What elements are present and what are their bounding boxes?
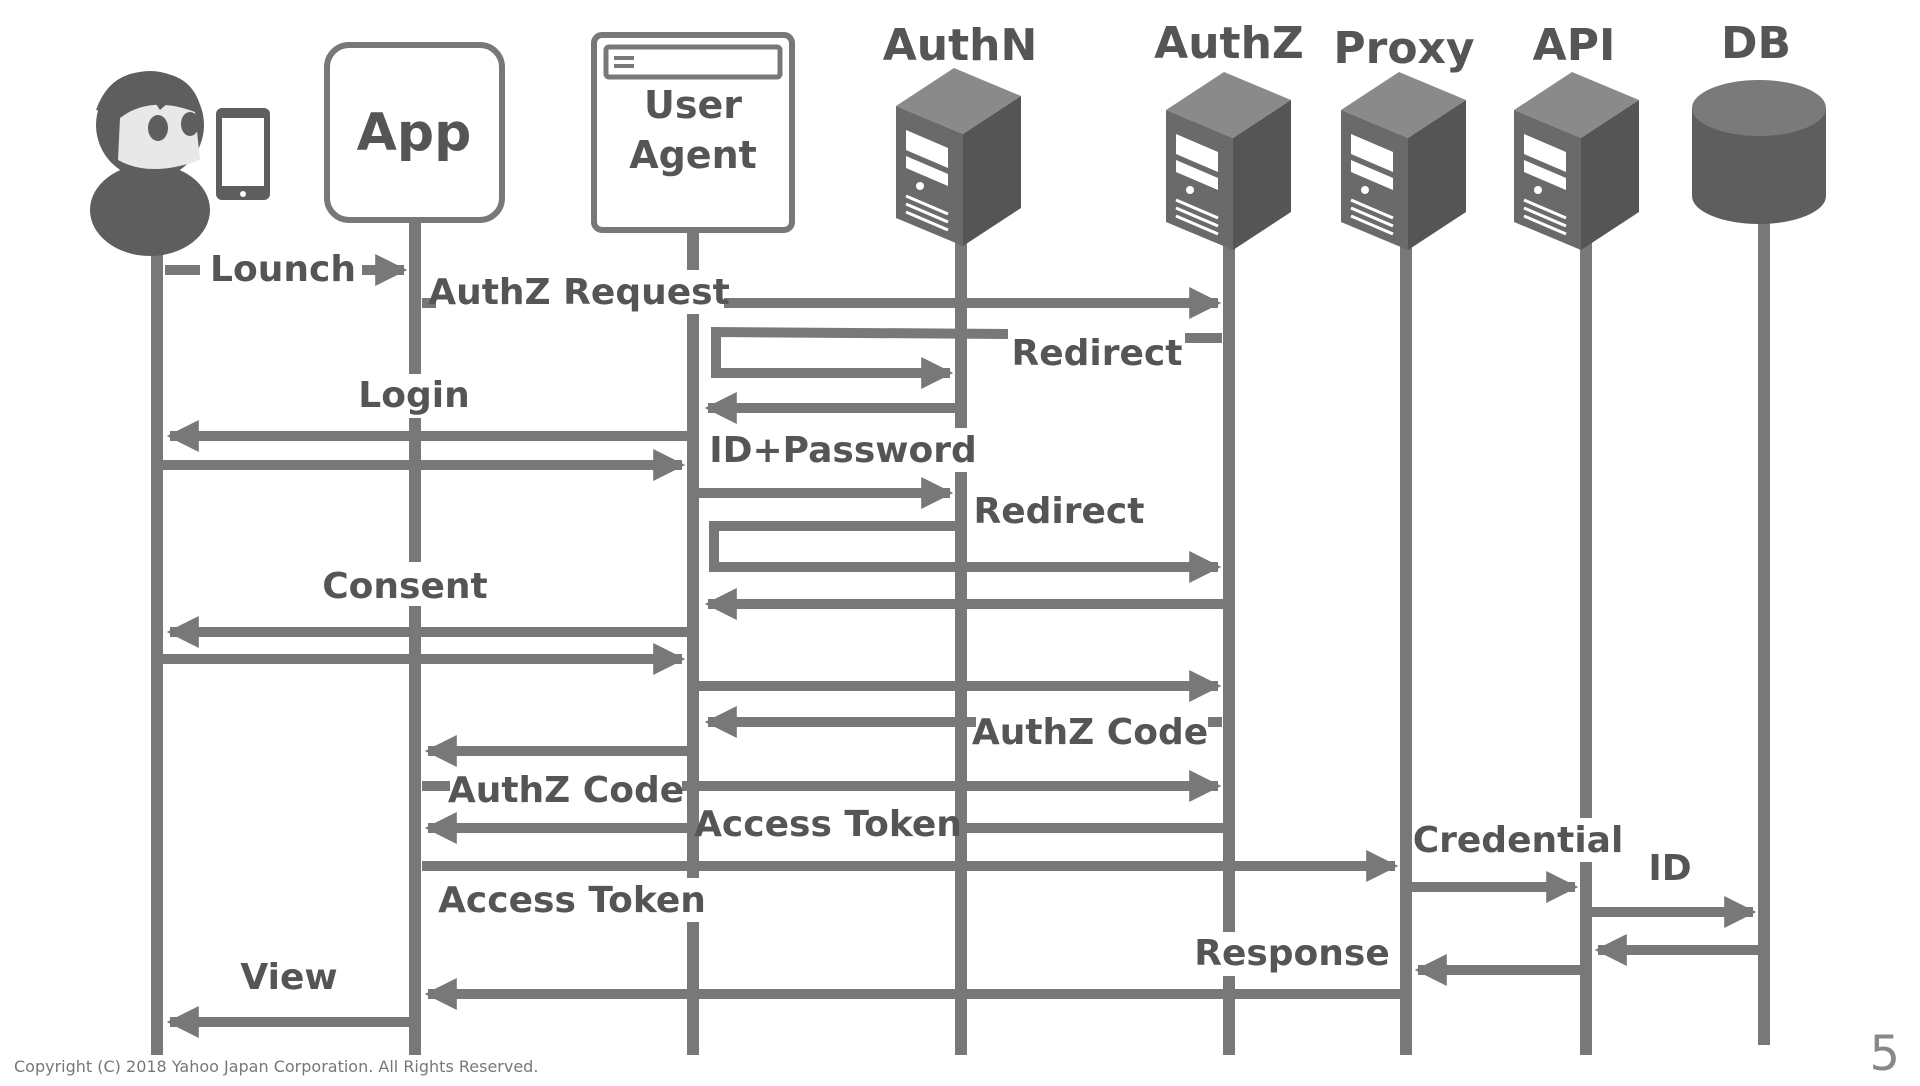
api-server-icon	[1514, 72, 1639, 250]
msg-id-password-label: ID+Password	[709, 430, 977, 471]
db-cylinder-icon	[1692, 80, 1826, 224]
authz-label: AuthZ	[1154, 18, 1304, 69]
msg-view-label: View	[240, 957, 337, 998]
message-labels: Lounch AuthZ Request Redirect Login ID+P…	[210, 249, 1692, 998]
proxy-server-icon	[1341, 72, 1466, 250]
msg-authz-request-label: AuthZ Request	[428, 272, 730, 313]
user-agent-label-line1: User	[644, 83, 742, 127]
msg-id-label: ID	[1648, 848, 1691, 889]
authz-server-icon	[1166, 72, 1291, 250]
user-agent-label-line2: Agent	[629, 133, 757, 177]
app-box: App	[324, 42, 505, 223]
msg-redirect-1-loop	[711, 326, 1009, 390]
lifelines	[151, 222, 1770, 1055]
msg-consent-label: Consent	[322, 566, 487, 607]
msg-redirect-2-label: Redirect	[974, 491, 1145, 532]
msg-authz-code-2-label: AuthZ Code	[448, 770, 684, 811]
user-agent-box: User Agent	[591, 32, 795, 233]
api-label: API	[1533, 20, 1616, 71]
msg-launch-label: Lounch	[210, 249, 356, 290]
msg-access-token-1-label: Access Token	[694, 804, 962, 845]
page-number: 5	[1869, 1026, 1900, 1081]
msg-login-label: Login	[358, 375, 469, 416]
msg-credential-label: Credential	[1413, 820, 1624, 861]
msg-redirect-2-loop	[709, 521, 1222, 584]
phone-icon	[216, 108, 270, 200]
app-label: App	[357, 103, 472, 163]
messages	[162, 253, 1758, 1039]
authn-label: AuthN	[883, 20, 1038, 71]
msg-response-label: Response	[1194, 933, 1390, 974]
db-label: DB	[1721, 18, 1791, 69]
authn-server-icon	[896, 68, 1021, 246]
msg-access-token-2-label: Access Token	[438, 880, 706, 921]
user-icon	[90, 71, 210, 256]
msg-redirect-1-label: Redirect	[1012, 333, 1183, 374]
copyright-text: Copyright (C) 2018 Yahoo Japan Corporati…	[14, 1057, 538, 1076]
label-masks	[210, 248, 1705, 997]
msg-authz-code-1-label: AuthZ Code	[972, 712, 1208, 753]
proxy-label: Proxy	[1333, 23, 1474, 74]
